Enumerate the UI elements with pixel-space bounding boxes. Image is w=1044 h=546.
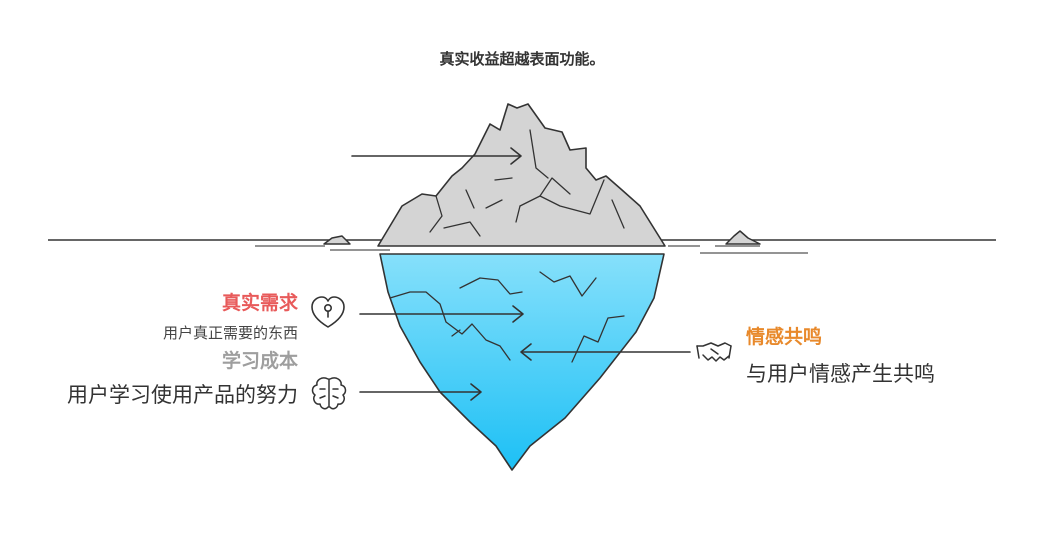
description-real-needs: 用户真正需要的东西 bbox=[60, 322, 298, 343]
heading-emotional-resonance: 情感共鸣 bbox=[746, 322, 822, 349]
heading-learning-cost: 学习成本 bbox=[120, 346, 298, 373]
ice-float-right bbox=[726, 231, 760, 244]
description-learning-cost: 用户学习使用产品的努力 bbox=[40, 380, 298, 410]
lightbulb-heart-icon bbox=[312, 297, 344, 327]
water-ripples bbox=[255, 246, 808, 253]
description-emotional-resonance: 与用户情感产生共鸣 bbox=[746, 358, 935, 388]
heading-real-needs: 真实需求 bbox=[120, 288, 298, 315]
iceberg-below-water bbox=[380, 254, 664, 470]
handshake-icon bbox=[697, 343, 731, 361]
brain-icon bbox=[313, 378, 346, 409]
